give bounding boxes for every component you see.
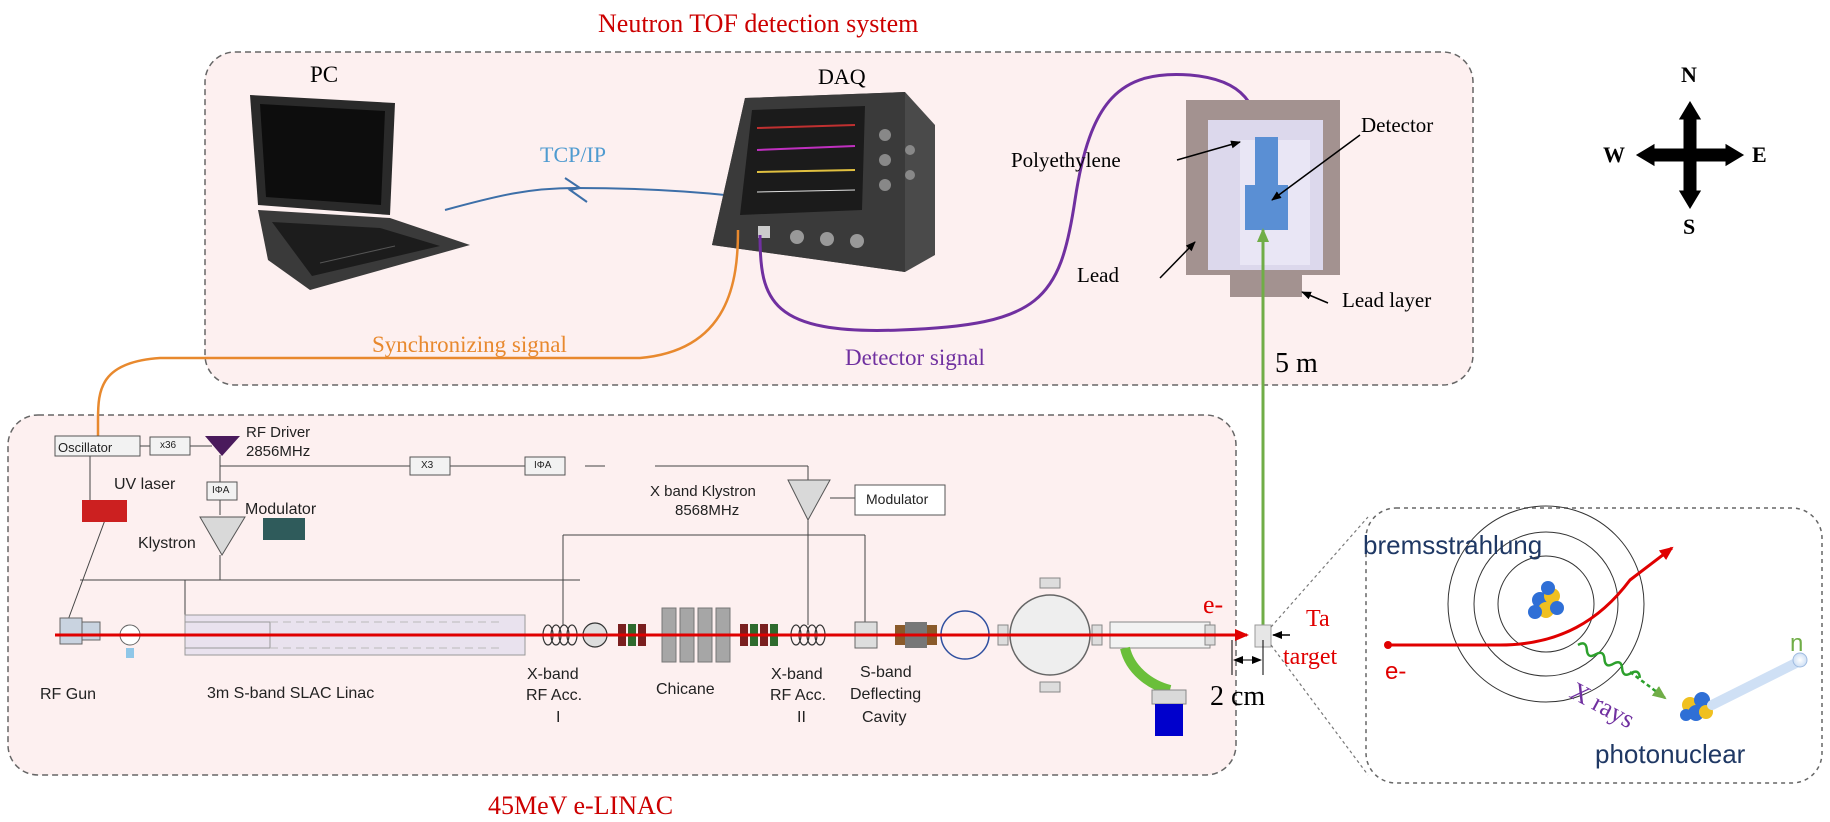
sband-cavity-label-1: S-band	[860, 664, 912, 681]
inset-electron-label: e-	[1385, 658, 1407, 685]
xband-klystron-icon	[787, 479, 831, 522]
compass-e: E	[1752, 142, 1767, 167]
modulator-label: Modulator	[245, 501, 317, 518]
phase-shifter2-label: IΦA	[212, 485, 230, 496]
oscilloscope-icon	[712, 92, 935, 272]
nucleus2-icon	[1680, 692, 1713, 721]
oscillator-label: Oscillator	[58, 440, 113, 455]
phase-shifter-label: IΦA	[534, 460, 552, 471]
xband-acc1-label-2: RF Acc.	[526, 687, 583, 704]
xband-acc2-label-3: II	[797, 709, 806, 726]
electron-trajectory	[1388, 546, 1674, 647]
gap-label: 2 cm	[1210, 681, 1266, 712]
xband-acc1-label-1: X-band	[527, 666, 579, 683]
modulator2-label: Modulator	[866, 491, 929, 507]
distance-label: 5 m	[1275, 348, 1318, 379]
sync-signal-cable	[96, 229, 740, 440]
tcpip-cable	[444, 187, 576, 211]
detector-assembly	[1186, 100, 1340, 297]
xband-klystron-label-1: X band Klystron	[650, 483, 756, 500]
x3-label: X3	[421, 460, 434, 471]
uv-laser-block	[82, 500, 127, 522]
lead-layer-block	[1230, 275, 1302, 297]
sync-signal-label: Synchronizing signal	[372, 332, 567, 357]
electron-beam-label: e-	[1203, 590, 1224, 619]
xband-acc1-label-3: I	[556, 709, 561, 726]
tcpip-label: TCP/IP	[540, 142, 607, 167]
xband-acc2-label-1: X-band	[771, 666, 823, 683]
rf-driver-amp-icon	[205, 436, 240, 456]
linac-schematic	[67, 445, 866, 625]
klystron-icon	[199, 516, 246, 556]
sband-linac-label: 3m S-band SLAC Linac	[207, 685, 375, 702]
xray-wave	[1577, 642, 1642, 679]
lead-label: Lead	[1077, 263, 1119, 287]
daq-label: DAQ	[818, 64, 866, 89]
nucleus-icon	[1528, 581, 1564, 619]
detector-body	[1255, 137, 1278, 187]
compass-icon	[1634, 99, 1746, 211]
modulator-block	[263, 518, 305, 540]
ta-target-label-1: Ta	[1306, 606, 1330, 632]
neutron-label: n	[1790, 630, 1804, 657]
sband-cavity-label-3: Cavity	[862, 709, 907, 726]
inset-physics	[1384, 505, 1808, 721]
compass-s: S	[1683, 214, 1696, 239]
polyethylene-label: Polyethylene	[1011, 148, 1121, 172]
pc-label: PC	[310, 62, 339, 87]
detector-signal-cable	[758, 72, 1264, 332]
compass-w: W	[1603, 142, 1625, 167]
rf-gun-label: RF Gun	[40, 686, 97, 703]
detector-signal-label: Detector signal	[845, 345, 985, 370]
ta-target-label-2: target	[1283, 644, 1338, 670]
rf-driver-label-1: RF Driver	[246, 424, 311, 441]
photonuclear-label: photonuclear	[1595, 739, 1746, 769]
neutron-trail	[1707, 657, 1803, 710]
lead-layer-label: Lead layer	[1342, 288, 1432, 312]
chicane-label: Chicane	[656, 681, 715, 698]
linac-title: 45MeV e-LINAC	[488, 791, 674, 820]
rf-driver-label-2: 2856MHz	[246, 443, 311, 460]
sband-cavity-label-2: Deflecting	[850, 686, 922, 703]
tof-system-title: Neutron TOF detection system	[598, 9, 919, 38]
x36-label: x36	[160, 440, 177, 451]
bremsstrahlung-label: bremsstrahlung	[1363, 530, 1543, 560]
detector-label: Detector	[1361, 113, 1434, 137]
uv-laser-label: UV laser	[114, 476, 176, 493]
lightning-icon	[564, 177, 588, 203]
laptop-icon	[250, 95, 470, 290]
compass-n: N	[1681, 62, 1697, 87]
xband-acc2-label-2: RF Acc.	[770, 687, 827, 704]
xband-klystron-label-2: 8568MHz	[675, 502, 740, 519]
neutron-icon	[1792, 652, 1808, 668]
klystron-label: Klystron	[138, 535, 196, 552]
